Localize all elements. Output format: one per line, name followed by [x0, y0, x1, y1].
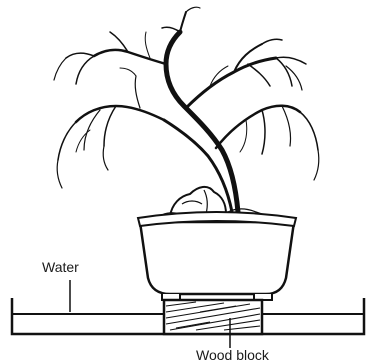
- water-label: Water: [42, 259, 79, 275]
- tree-trunk: [166, 32, 238, 212]
- tree-branch-right: [186, 58, 276, 108]
- wood-block: [164, 300, 262, 334]
- tree-branch-left: [94, 50, 166, 64]
- bonsai-tree: [54, 7, 319, 212]
- wood-block-label: Wood block: [196, 347, 270, 363]
- bonsai-pot: [138, 212, 296, 300]
- pot-body: [140, 222, 294, 294]
